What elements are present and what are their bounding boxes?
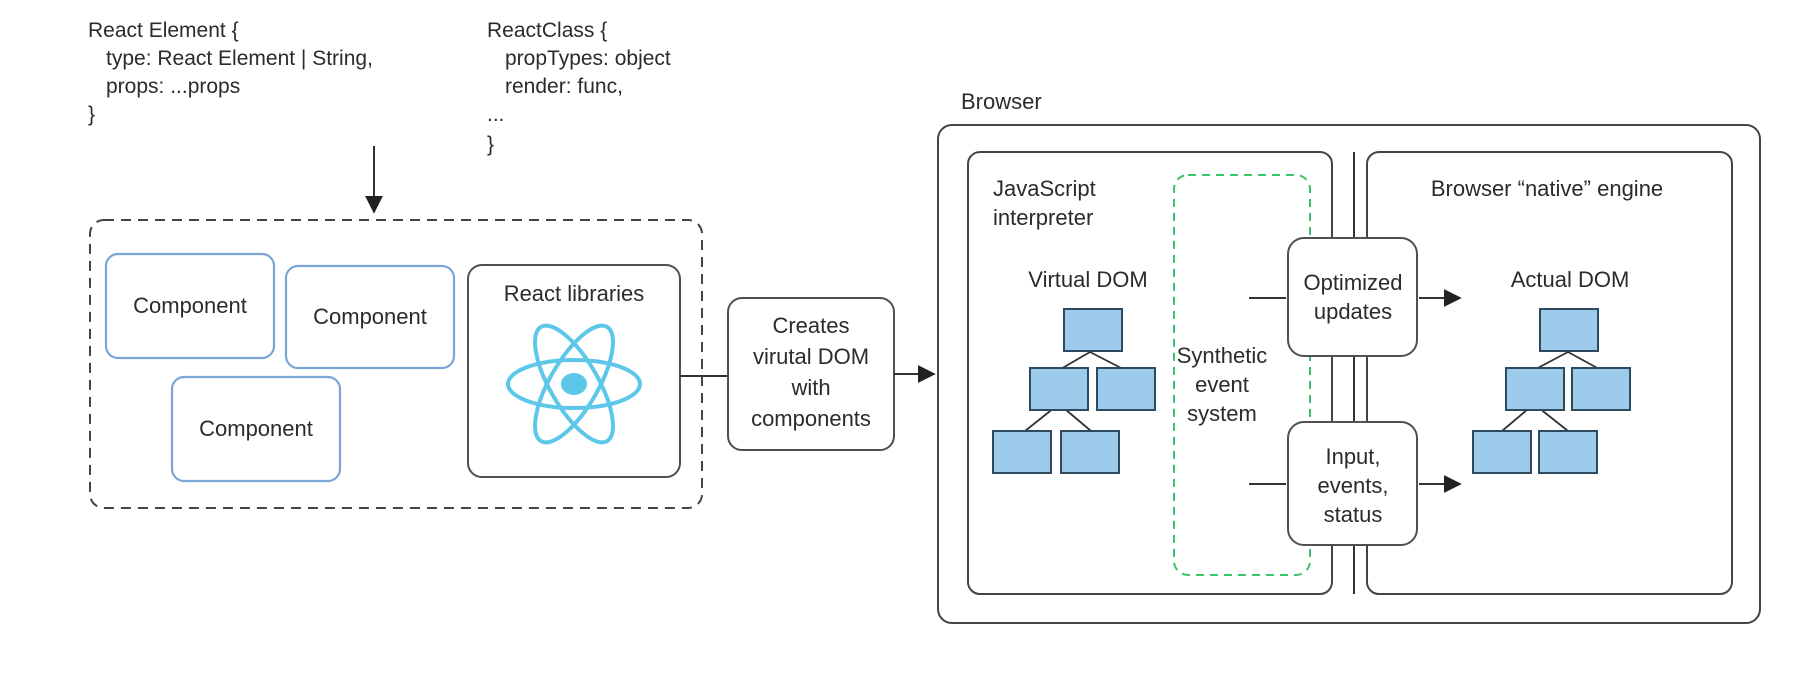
synthetic-line-3: system [1187, 401, 1257, 426]
react-element-line-3: props: ...props [106, 75, 240, 98]
component-box-1: Component [104, 252, 276, 360]
creates-line-3: with [790, 375, 830, 400]
react-element-line-4: } [88, 103, 95, 126]
creates-virtual-dom-box: Creates virutal DOM with components [727, 297, 895, 451]
component-box-2: Component [284, 264, 456, 370]
input-line-1: Input, [1325, 444, 1380, 469]
input-line-3: status [1324, 502, 1383, 527]
native-engine-label: Browser “native” engine [1431, 176, 1663, 201]
virtual-dom-label: Virtual DOM [1028, 267, 1147, 292]
component-label-1: Component [133, 293, 247, 318]
dom-node [1539, 308, 1599, 352]
creates-line-2: virutal DOM [753, 344, 869, 369]
react-element-code: React Element { type: React Element | St… [88, 19, 373, 126]
actual-dom-tree [1472, 308, 1631, 474]
dom-node [1571, 367, 1631, 411]
react-class-line-2: propTypes: object [505, 47, 671, 70]
dom-node [1505, 367, 1565, 411]
input-line-2: events, [1318, 473, 1389, 498]
virtual-dom-tree [992, 308, 1156, 474]
vdom-node [1060, 430, 1120, 474]
optimized-line-1: Optimized [1303, 270, 1402, 295]
react-element-line-2: type: React Element | String, [106, 47, 373, 70]
vdom-node [1029, 367, 1089, 411]
vdom-node [992, 430, 1052, 474]
react-app-container [89, 219, 703, 509]
dom-node [1538, 430, 1598, 474]
react-class-line-1: ReactClass { [487, 19, 607, 42]
react-class-line-5: } [487, 133, 494, 156]
synthetic-event-system-box [1173, 174, 1311, 576]
optimized-updates-box: Optimized updates [1287, 237, 1418, 357]
dom-node [1472, 430, 1532, 474]
react-class-line-4: ... [487, 103, 505, 126]
vdom-node [1096, 367, 1156, 411]
react-libraries-label: React libraries [504, 281, 645, 306]
js-interpreter-line-2: interpreter [993, 205, 1093, 230]
actual-dom-label: Actual DOM [1511, 267, 1630, 292]
react-element-line-1: React Element { [88, 19, 239, 42]
synthetic-line-2: event [1195, 372, 1249, 397]
react-libraries-box: React libraries [467, 264, 681, 478]
react-class-line-3: render: func, [505, 75, 623, 98]
react-class-code: ReactClass { propTypes: object render: f… [487, 19, 671, 156]
component-box-3: Component [170, 375, 342, 483]
creates-line-4: components [751, 406, 871, 431]
creates-line-1: Creates [772, 313, 849, 338]
browser-label: Browser [961, 89, 1042, 114]
component-label-3: Component [199, 416, 313, 441]
js-interpreter-line-1: JavaScript [993, 176, 1096, 201]
synthetic-line-1: Synthetic [1177, 343, 1268, 368]
component-label-2: Component [313, 304, 427, 329]
vdom-node [1063, 308, 1123, 352]
input-events-status-box: Input, events, status [1287, 421, 1418, 546]
optimized-line-2: updates [1314, 299, 1392, 324]
react-logo-icon [506, 323, 642, 445]
